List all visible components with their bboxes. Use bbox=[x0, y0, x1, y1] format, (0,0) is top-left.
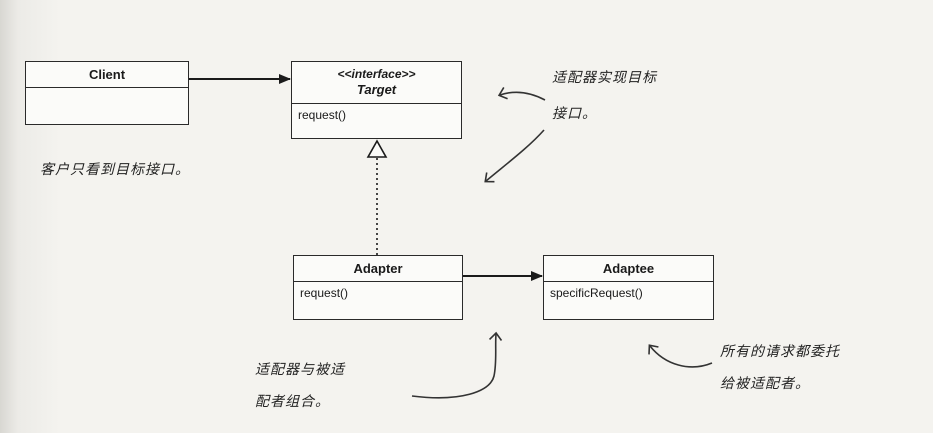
class-adapter-name: Adapter bbox=[353, 261, 403, 276]
class-target-header: <<interface>> Target bbox=[292, 62, 461, 104]
note-delegation-line2: 给被适配者。 bbox=[720, 376, 810, 392]
class-target-stereotype: <<interface>> bbox=[337, 67, 416, 81]
class-client: Client bbox=[25, 61, 189, 125]
note-composition-line2: 配者组合。 bbox=[255, 394, 330, 410]
pointer-arrow-implements bbox=[497, 87, 546, 101]
note-client-sees-text: 客户只看到目标接口。 bbox=[40, 162, 190, 178]
class-target-name: Target bbox=[356, 82, 397, 97]
class-adapter: Adapter request() bbox=[293, 255, 463, 320]
note-adapter-implements-line1: 适配器实现目标 bbox=[552, 70, 657, 86]
class-adaptee-body: specificRequest() bbox=[544, 282, 713, 304]
class-adaptee: Adaptee specificRequest() bbox=[543, 255, 714, 320]
note-composition-line1: 适配器与被适 bbox=[255, 362, 345, 378]
class-client-header: Client bbox=[26, 62, 188, 88]
pointer-arrow-to-realization bbox=[484, 129, 545, 183]
note-composition: 适配器与被适 配者组合。 bbox=[255, 358, 345, 414]
note-adapter-implements-line2: 接口。 bbox=[552, 106, 597, 122]
pointer-arrow-delegation bbox=[648, 344, 713, 368]
class-target-body: request() bbox=[292, 104, 461, 126]
pointer-arrow-composition bbox=[411, 331, 503, 399]
realization-triangle bbox=[366, 139, 388, 158]
class-adapter-method: request() bbox=[300, 286, 349, 300]
class-adapter-body: request() bbox=[294, 282, 462, 304]
class-adapter-header: Adapter bbox=[294, 256, 462, 282]
class-adaptee-name: Adaptee bbox=[602, 261, 655, 276]
class-adaptee-method: specificRequest() bbox=[550, 286, 643, 300]
class-target-method: request() bbox=[298, 108, 347, 122]
class-adaptee-header: Adaptee bbox=[544, 256, 713, 282]
note-delegation: 所有的请求都委托 给被适配者。 bbox=[720, 340, 840, 396]
note-adapter-implements: 适配器实现目标 接口。 bbox=[552, 66, 657, 126]
class-client-name: Client bbox=[88, 67, 126, 82]
note-delegation-line1: 所有的请求都委托 bbox=[720, 344, 840, 360]
class-target: <<interface>> Target request() bbox=[291, 61, 462, 139]
note-client-sees-target: 客户只看到目标接口。 bbox=[40, 158, 190, 182]
class-client-body bbox=[26, 88, 188, 96]
